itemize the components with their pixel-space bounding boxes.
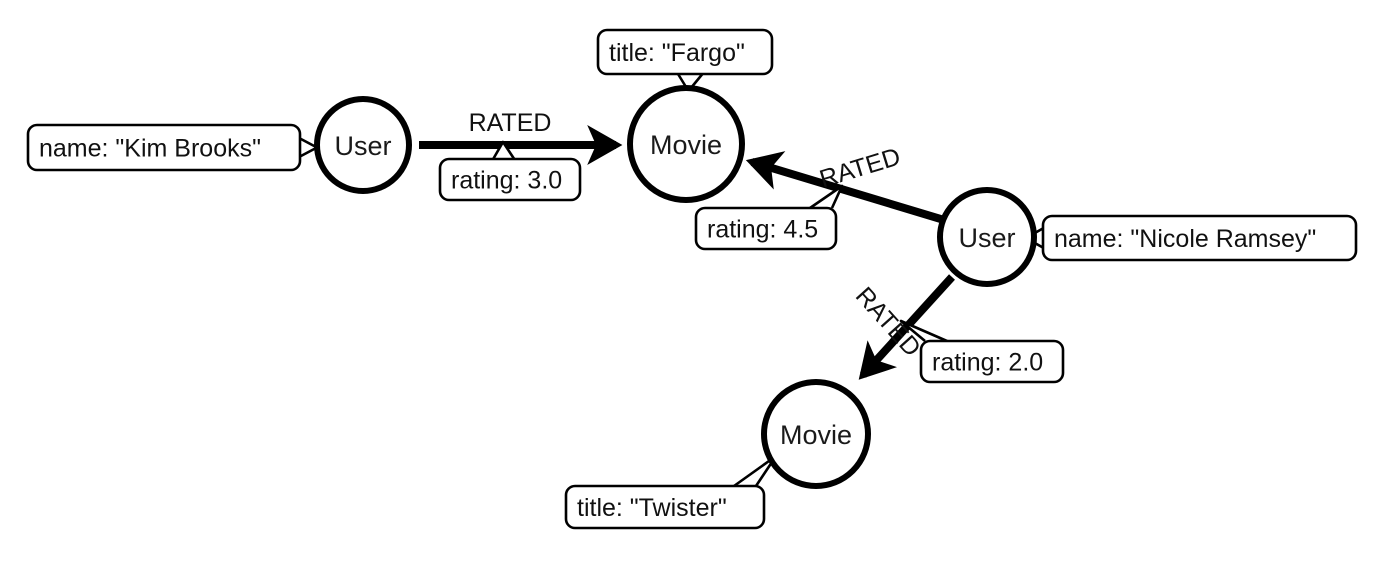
callout-text: rating: 3.0 [451, 167, 562, 195]
node-movie-twister[interactable]: Movie [761, 379, 871, 489]
callout-text: rating: 2.0 [932, 349, 1043, 377]
node-circle [627, 85, 745, 203]
node-label: Movie [650, 130, 722, 160]
property-callout-movie-title-fargo[interactable]: title: "Fargo" [596, 28, 774, 93]
callout-box [1041, 214, 1358, 262]
edge-label-rated: RATED [816, 142, 903, 193]
node-label: Movie [780, 420, 852, 450]
property-callout-movie-title-twister[interactable]: title: "Twister" [564, 454, 778, 530]
callout-text: title: "Fargo" [609, 39, 745, 67]
node-label: User [958, 223, 1015, 253]
callout-box [438, 157, 582, 202]
property-callout-user-name-nicole-ramsey[interactable]: name: "Nicole Ramsey" [1024, 214, 1358, 262]
callout-tail [899, 319, 948, 343]
callout-box [564, 484, 766, 530]
callout-tail [492, 140, 516, 160]
callout-box [26, 123, 302, 172]
callout-text: rating: 4.5 [707, 216, 818, 244]
nodes-layer: User Movie User Movie [314, 85, 1037, 489]
node-label: User [334, 131, 391, 161]
property-callout-rating-4-5[interactable]: rating: 4.5 [694, 184, 844, 251]
node-circle [937, 187, 1037, 287]
callout-text: name: "Kim Brooks" [39, 135, 261, 163]
callout-tail [809, 184, 844, 210]
callout-text: name: "Nicole Ramsey" [1054, 225, 1316, 253]
property-callout-rating-3-0[interactable]: rating: 3.0 [438, 140, 582, 202]
callout-box [919, 339, 1065, 384]
property-callout-user-name-kim-brooks[interactable]: name: "Kim Brooks" [26, 123, 319, 172]
property-callout-rating-2-0[interactable]: rating: 2.0 [899, 319, 1065, 384]
node-circle [761, 379, 871, 489]
edge-line [745, 151, 946, 224]
node-user-kim-brooks[interactable]: User [314, 96, 412, 194]
callout-box [596, 28, 774, 76]
callout-box [694, 206, 838, 251]
node-user-nicole-ramsey[interactable]: User [937, 187, 1037, 287]
node-movie-fargo[interactable]: Movie [627, 85, 745, 203]
property-callouts-layer: name: "Kim Brooks" title: "Fargo" rating… [26, 28, 1358, 530]
callout-text: title: "Twister" [577, 494, 727, 522]
node-circle [314, 96, 412, 194]
relationship-rated-kim-fargo[interactable]: RATED [419, 109, 623, 165]
edge-label-rated: RATED [469, 109, 552, 137]
